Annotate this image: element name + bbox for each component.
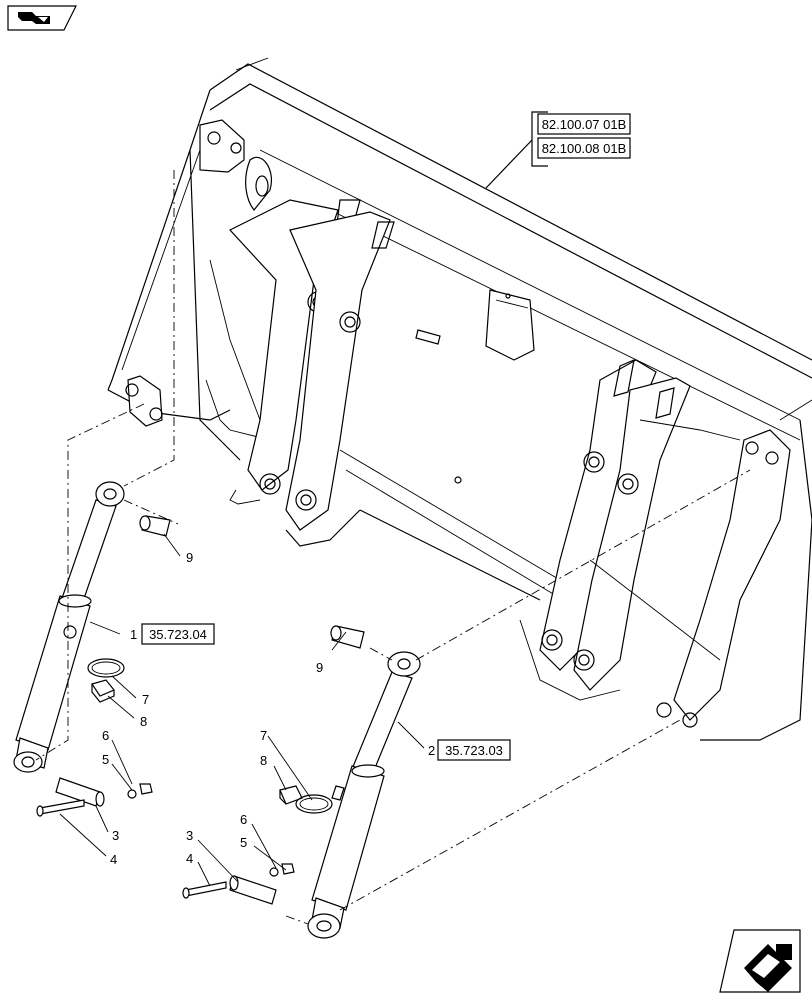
callout-1: 1 <box>130 627 137 642</box>
reference-box-1[interactable]: 82.100.07 01B <box>537 113 631 135</box>
callout-leaders <box>59 533 425 887</box>
block-8-right <box>279 785 303 805</box>
callout-8-right: 8 <box>260 753 267 768</box>
pin-9-right <box>330 625 365 649</box>
callout-6-right: 6 <box>240 812 247 827</box>
reference-box-2[interactable]: 82.100.08 01B <box>537 137 631 159</box>
reference-2-text: 82.100.08 01B <box>542 141 627 156</box>
callout-4-left: 4 <box>110 852 117 867</box>
callout-3-right: 3 <box>186 828 193 843</box>
callout-7-left: 7 <box>142 692 149 707</box>
callout-5-left: 5 <box>102 752 109 767</box>
callout-3-left: 3 <box>112 828 119 843</box>
callout-5-right: 5 <box>240 835 247 850</box>
callout-6-left: 6 <box>102 728 109 743</box>
reference-box-cyl-right[interactable]: 35.723.03 <box>437 739 511 761</box>
reference-cyl-left-text: 35.723.04 <box>149 627 207 642</box>
callout-numbers: 1 9 7 8 6 5 3 4 9 2 7 8 6 5 3 4 <box>102 550 435 867</box>
callout-8-left: 8 <box>140 714 147 729</box>
clamp-7-left <box>87 658 125 678</box>
pin-9-left <box>139 515 171 537</box>
clamp-7-right <box>295 794 333 814</box>
reference-bracket <box>485 111 548 189</box>
bolt-4-right <box>182 881 227 899</box>
washer-5-right <box>269 867 279 877</box>
nut-6-left <box>139 783 153 795</box>
assembly-lines <box>35 170 751 925</box>
next-page-icon[interactable] <box>719 929 801 993</box>
bolt-4-left <box>36 799 85 817</box>
cylinder-right <box>307 651 421 939</box>
nut-6-right <box>281 863 295 875</box>
callout-9-right: 9 <box>316 660 323 675</box>
callout-2: 2 <box>428 743 435 758</box>
block-8-left <box>91 679 115 703</box>
callout-9-left: 9 <box>186 550 193 565</box>
washer-5-left <box>127 789 137 799</box>
reference-box-cyl-left[interactable]: 35.723.04 <box>141 623 215 645</box>
previous-page-icon[interactable] <box>7 5 77 31</box>
reference-1-text: 82.100.07 01B <box>542 117 627 132</box>
callout-7-right: 7 <box>260 728 267 743</box>
callout-4-right: 4 <box>186 851 193 866</box>
bucket-assembly <box>107 57 812 741</box>
reference-cyl-right-text: 35.723.03 <box>445 743 503 758</box>
cylinder-left <box>13 481 125 773</box>
